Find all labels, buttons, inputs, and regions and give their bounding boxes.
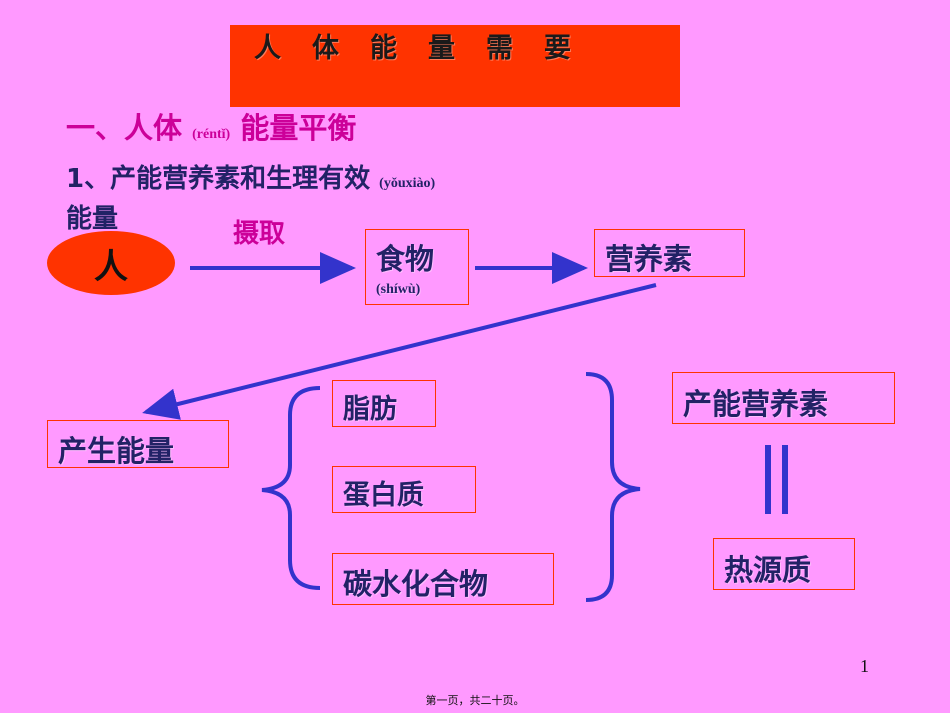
nutrients-node: 营养素	[594, 229, 745, 277]
heading1-rest: 能量平衡	[240, 111, 357, 145]
heading2-main: 1、产能营养素和生理有效	[66, 164, 371, 194]
person-label: 人	[94, 246, 128, 287]
person-node: 人	[47, 231, 175, 295]
subsection-heading-line2: 能量	[66, 204, 119, 234]
heading1-pinyin: (réntǐ)	[192, 127, 231, 142]
energy-nutrients-node: 产能营养素	[672, 372, 895, 424]
food-label: 食物	[376, 242, 435, 276]
section-heading: 一、人体 (réntǐ) 能量平衡	[66, 105, 356, 147]
heading2-pinyin: (yǒuxiào)	[379, 176, 436, 191]
slide-title: 人 体 能 量 需 要	[254, 33, 573, 64]
heading1-main: 一、人体	[66, 111, 183, 145]
produce-energy-node: 产生能量	[47, 420, 229, 468]
fat-node: 脂肪	[332, 380, 436, 427]
arrow-nutrients-to-energy	[142, 283, 657, 420]
protein-node: 蛋白质	[332, 466, 476, 513]
heat-source-node: 热源质	[713, 538, 855, 590]
footer-text: 第一页，共二十页。	[425, 694, 525, 707]
left-curly-brace	[261, 386, 321, 590]
carbohydrate-node: 碳水化合物	[332, 553, 554, 605]
title-box: 人 体 能 量 需 要	[230, 25, 680, 107]
page-number: 1	[860, 656, 869, 676]
right-curly-brace	[585, 372, 641, 602]
food-pinyin: (shíwù)	[376, 282, 421, 297]
food-node: 食物 (shíwù)	[365, 229, 469, 305]
intake-label: 摄取	[233, 219, 286, 249]
subsection-heading: 1、产能营养素和生理有效 (yǒuxiào)	[66, 162, 435, 201]
